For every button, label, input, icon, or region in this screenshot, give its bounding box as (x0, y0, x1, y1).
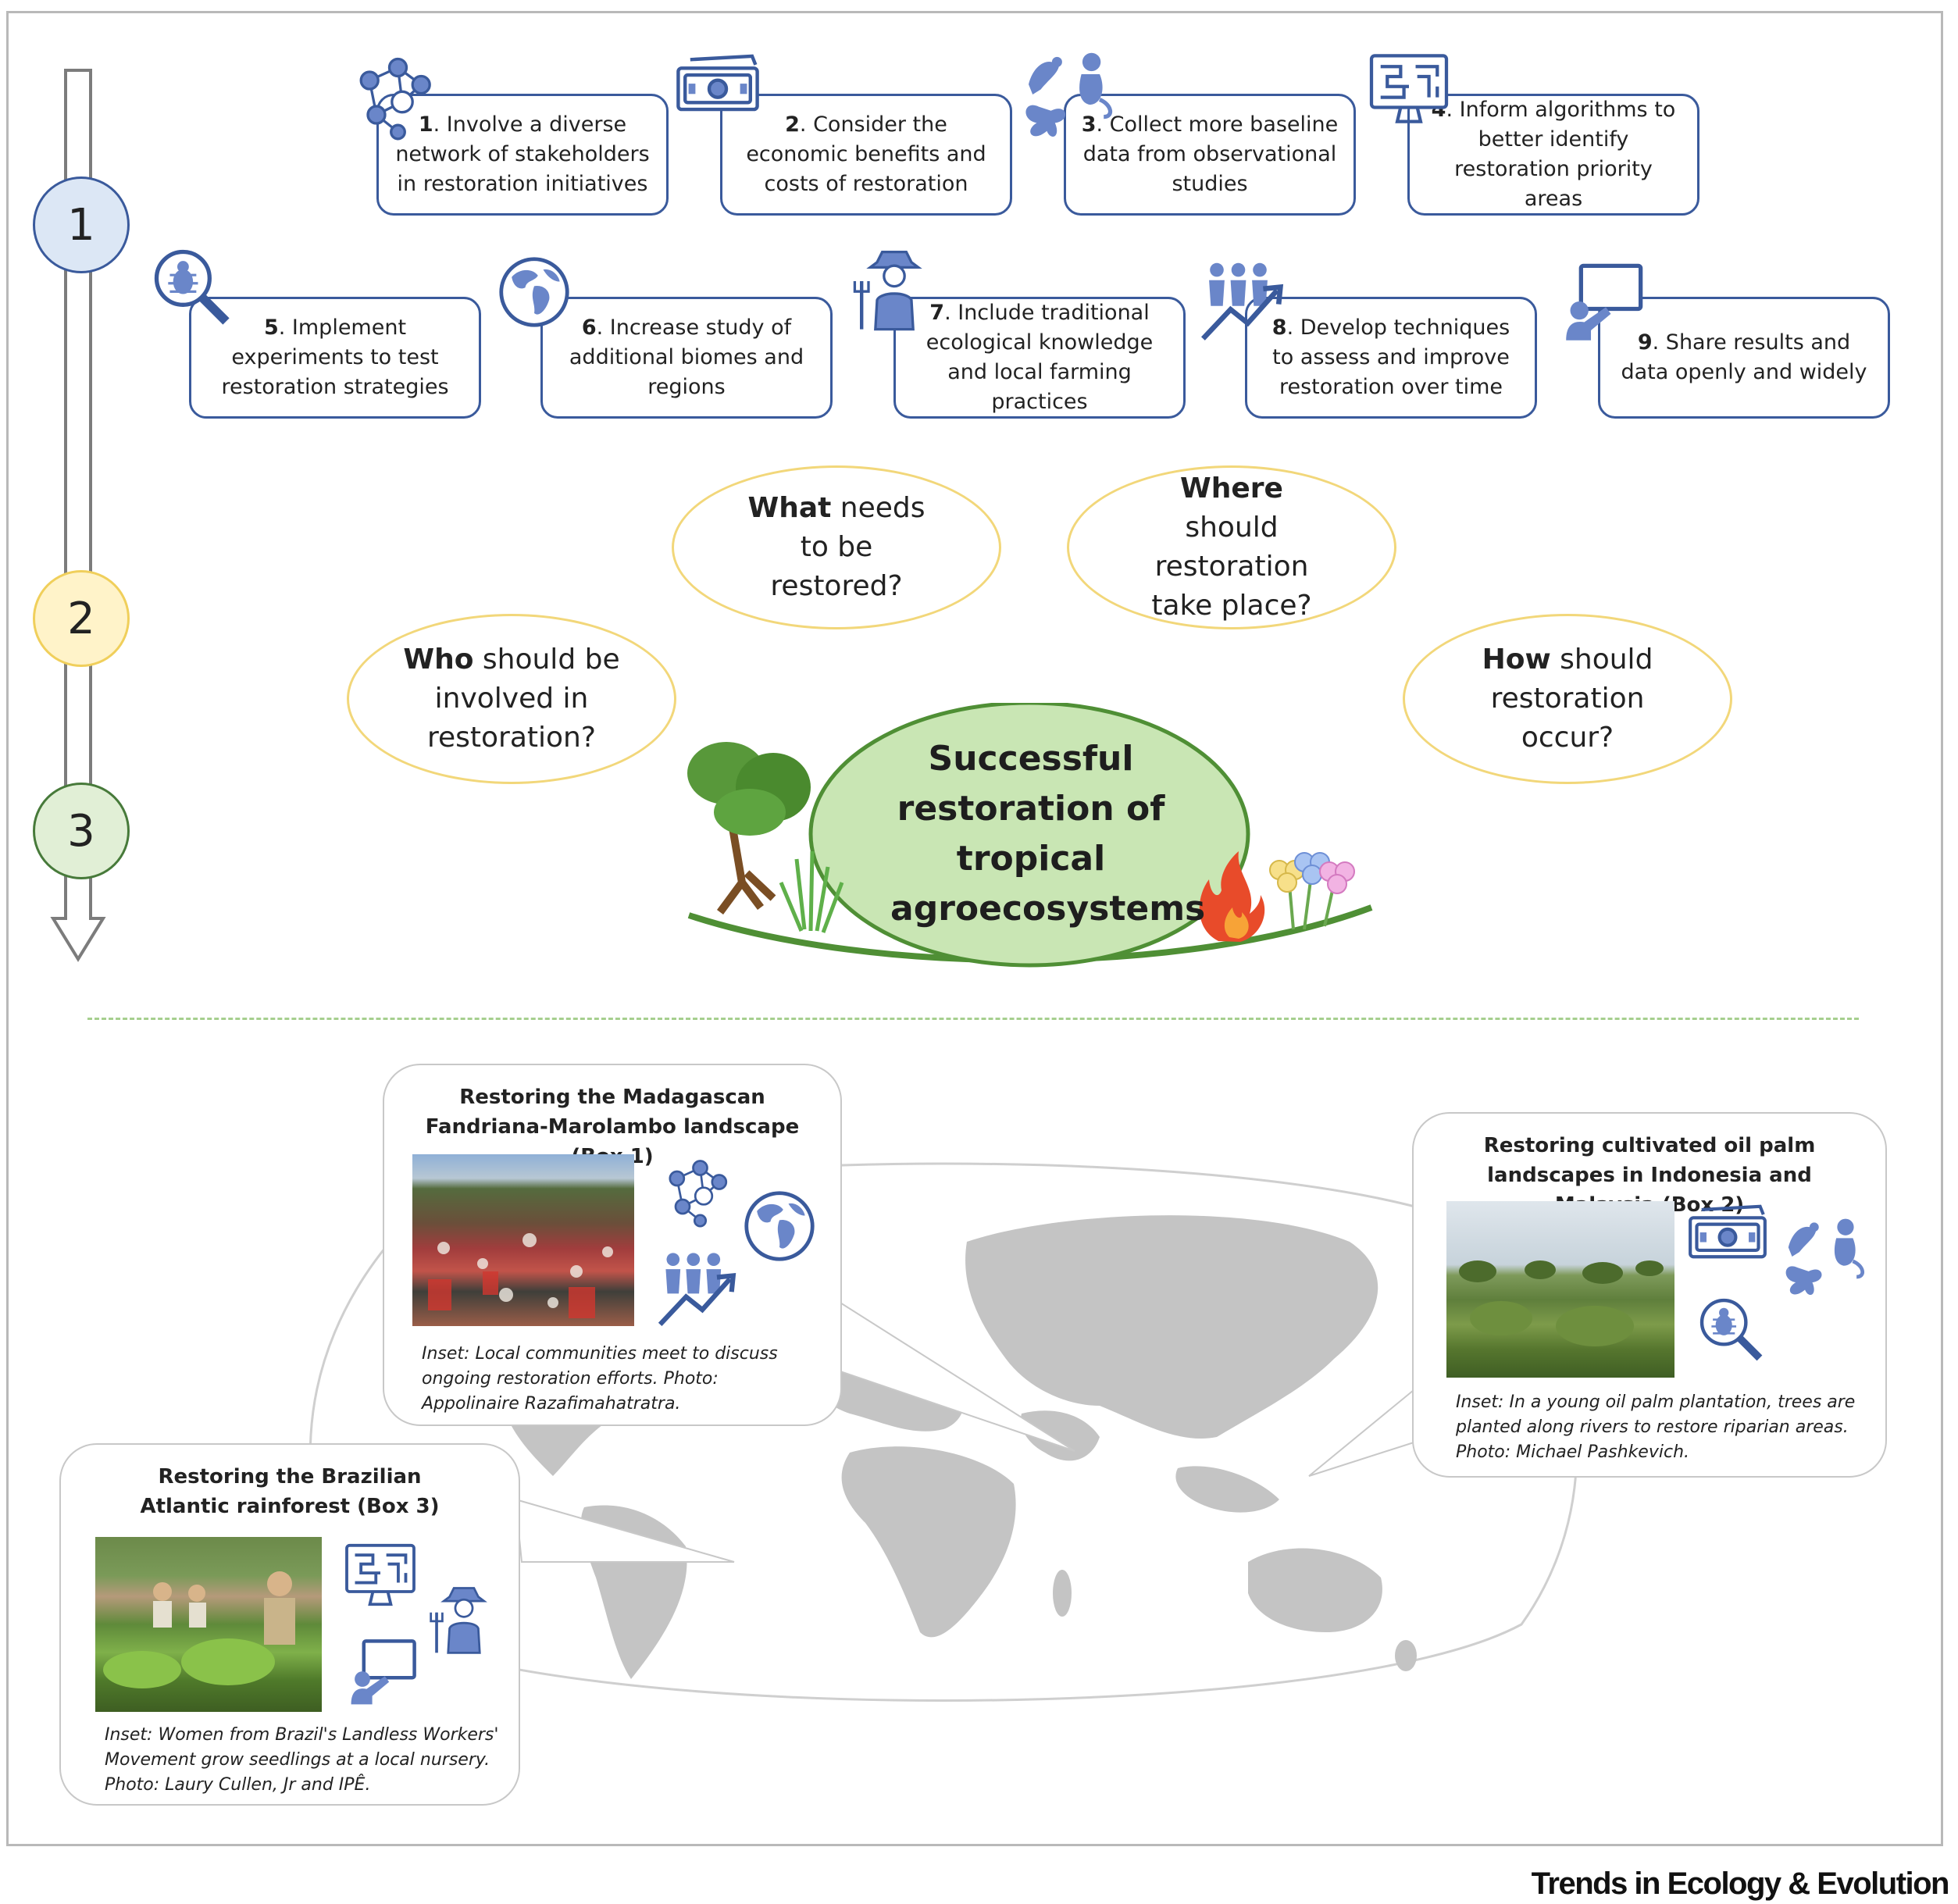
step-3-number: 3 (1081, 112, 1097, 137)
question-what-keyword: What (747, 492, 832, 524)
question-how: How should restoration occur? (1403, 614, 1732, 784)
globe-icon (742, 1189, 817, 1264)
bug-magnifier-icon (1696, 1295, 1765, 1364)
step-2-box: 2. Consider the economic benefits and co… (720, 94, 1012, 216)
step-4-box: 4. Inform algorithms to better identify … (1407, 94, 1699, 216)
box3-photo (95, 1537, 322, 1712)
algorithm-monitor-icon (342, 1542, 419, 1609)
goal-illustration (687, 703, 1373, 968)
step-7-text: . Include traditional ecological knowled… (926, 301, 1154, 414)
step-2-text: . Consider the economic benefits and cos… (746, 112, 986, 196)
step-3-text: . Collect more baseline data from observ… (1082, 112, 1339, 196)
step-1-box: 1. Involve a diverse network of stakehol… (376, 94, 669, 216)
farmer-icon (428, 1584, 500, 1656)
question-who-keyword: Who (403, 644, 474, 676)
goal-ellipse (808, 703, 1250, 968)
box3-photo-nursery (103, 1571, 295, 1688)
stage-3-label: 3 (67, 805, 95, 857)
section-divider (87, 1018, 1859, 1020)
box1-photo-crowd (428, 1233, 613, 1318)
step-1-text: . Involve a diverse network of stakehold… (395, 112, 650, 196)
box2-photo (1446, 1201, 1674, 1378)
question-how-keyword: How (1482, 644, 1551, 676)
step-6-text: . Increase study of additional biomes an… (569, 316, 804, 399)
step-7-number: 7 (929, 301, 945, 325)
step-9-box: 9. Share results and data openly and wid… (1598, 297, 1890, 419)
step-9-text: . Share results and data openly and wide… (1621, 330, 1867, 384)
step-5-number: 5 (263, 316, 279, 340)
step-8-text: . Develop techniques to assess and impro… (1272, 316, 1510, 399)
box1-photo (412, 1154, 634, 1326)
box3-title: Restoring the Brazilian Atlantic rainfor… (140, 1465, 440, 1518)
step-5-text: . Implement experiments to test restorat… (221, 316, 449, 399)
figure-frame (6, 11, 1943, 1846)
grass-icon (779, 850, 844, 933)
stage-1-circle: 1 (33, 176, 130, 273)
stage-2-circle: 2 (33, 570, 130, 667)
step-8-box: 8. Develop techniques to assess and impr… (1245, 297, 1537, 419)
step-5-box: 5. Implement experiments to test restora… (189, 297, 481, 419)
journal-name: Trends in Ecology & Evolution (1531, 1867, 1950, 1901)
stage-3-circle: 3 (33, 783, 130, 879)
question-where: Where should restoration take place? (1067, 465, 1396, 629)
step-2-number: 2 (785, 112, 800, 137)
step-6-box: 6. Increase study of additional biomes a… (540, 297, 833, 419)
question-where-keyword: Where (1180, 472, 1283, 505)
tree-icon (687, 742, 811, 915)
question-how-text: should restoration occur? (1490, 644, 1653, 754)
step-4-text: . Inform algorithms to better identify r… (1446, 98, 1676, 211)
question-what-text: needs to be restored? (770, 492, 926, 602)
flowers-icon (1269, 852, 1355, 930)
box2-callout: Restoring cultivated oil palm landscapes… (1412, 1112, 1887, 1478)
step-3-box: 3. Collect more baseline data from obser… (1064, 94, 1356, 216)
box2-photo-trees (1459, 1260, 1664, 1346)
presenter-icon (345, 1637, 422, 1707)
step-9-number: 9 (1637, 330, 1653, 355)
step-8-number: 8 (1271, 316, 1287, 340)
box2-caption: Inset: In a young oil palm plantation, t… (1456, 1392, 1856, 1462)
question-where-text: should restoration take place? (1151, 512, 1312, 622)
question-who-text: should be involved in restoration? (427, 644, 620, 754)
network-icon (656, 1157, 737, 1228)
box1-title: Restoring the Madagascan Fandriana-Marol… (425, 1086, 800, 1168)
step-1-number: 1 (418, 112, 433, 137)
box3-caption: Inset: Women from Brazil's Landless Work… (105, 1725, 499, 1795)
wildlife-icon (1779, 1211, 1871, 1303)
stage-2-label: 2 (67, 593, 95, 644)
box1-callout: Restoring the Madagascan Fandriana-Marol… (383, 1064, 842, 1426)
people-growth-icon (656, 1246, 739, 1328)
step-6-number: 6 (581, 316, 597, 340)
question-who: Who should be involved in restoration? (347, 614, 676, 784)
money-icon (1687, 1201, 1768, 1262)
goal-text: Successful restoration of tropical agroe… (890, 739, 1206, 929)
question-what: What needs to be restored? (672, 465, 1001, 629)
stage-1-label: 1 (67, 199, 95, 251)
box1-caption: Inset: Local communities meet to discuss… (422, 1344, 778, 1414)
fire-icon (1199, 851, 1265, 942)
box3-callout: Restoring the Brazilian Atlantic rainfor… (59, 1443, 520, 1806)
step-7-box: 7. Include traditional ecological knowle… (893, 297, 1186, 419)
